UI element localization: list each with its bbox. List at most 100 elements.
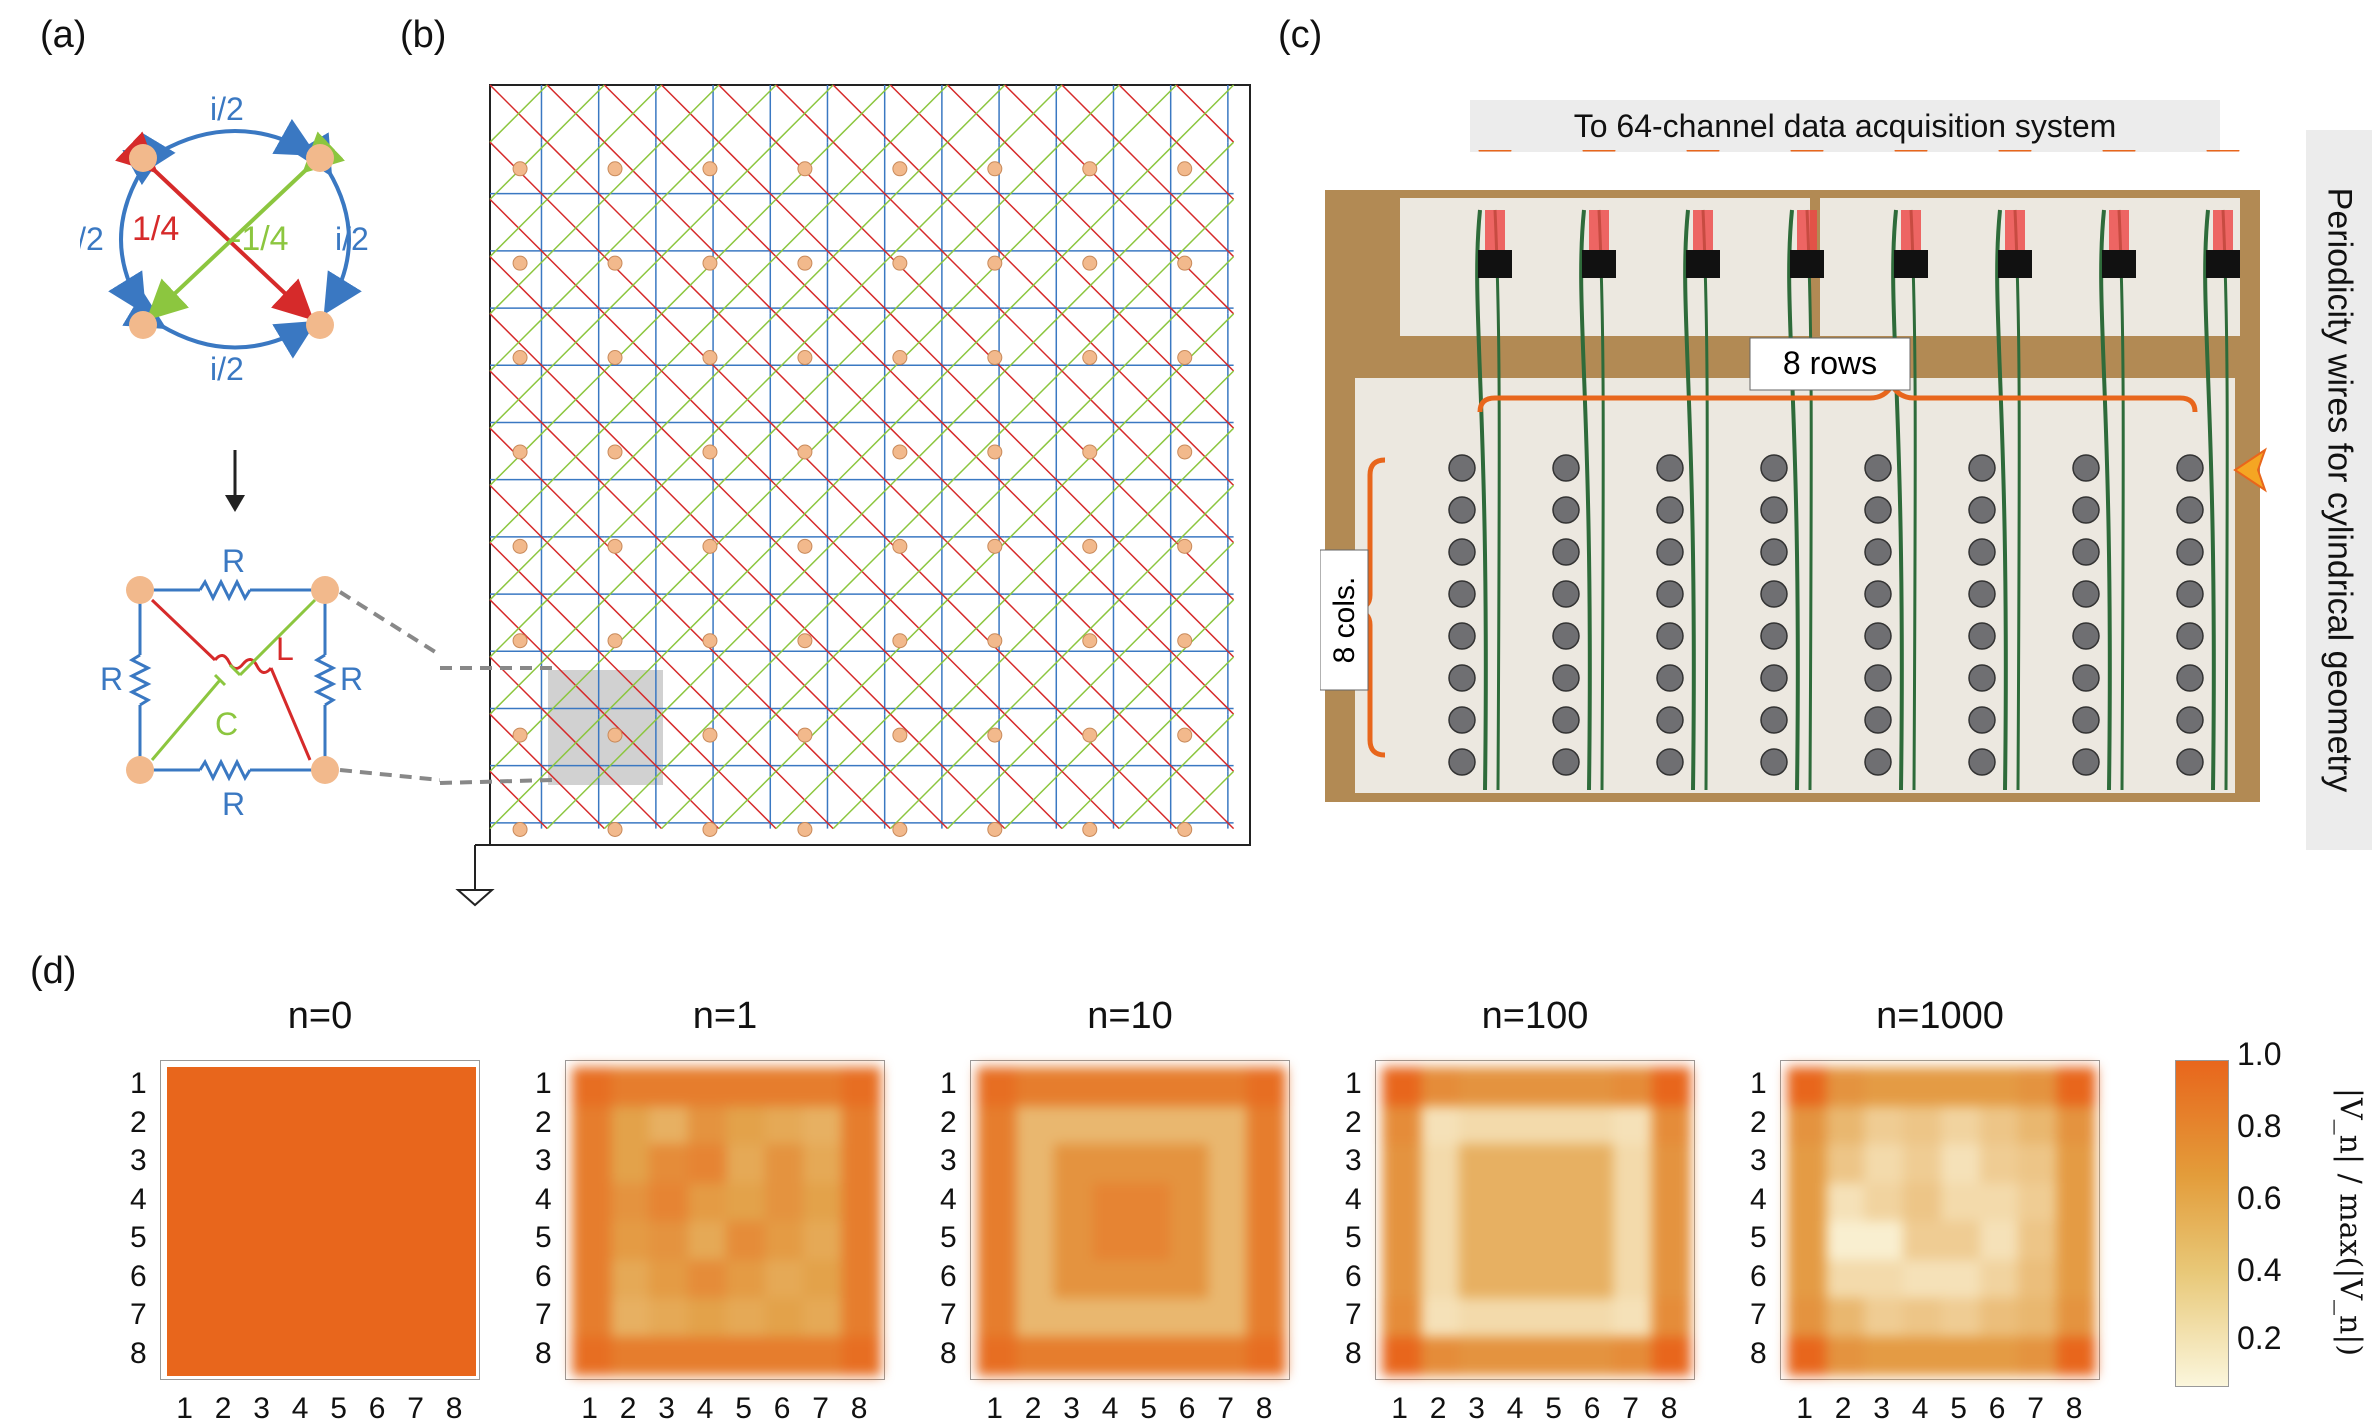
capacitor-component: [2176, 496, 2204, 524]
lattice-node: [1082, 161, 1098, 177]
capacitor-component: [1968, 748, 1996, 776]
heatmap-plot: [565, 1060, 885, 1380]
rows-label-box: [1749, 337, 1911, 391]
heatmap-cell: [1536, 1336, 1576, 1376]
lattice-node: [1177, 350, 1193, 366]
heatmap-cell: [726, 1298, 766, 1338]
colorbar-tick-2: 0.8: [2237, 1108, 2282, 1144]
heatmap-cell: [282, 1336, 322, 1376]
heatmap-cell: [321, 1336, 361, 1376]
heatmap-cell: [205, 1144, 245, 1184]
panel-b-lattice: [455, 84, 1251, 907]
heatmap-cell: [1864, 1221, 1904, 1261]
heatmap-cell: [1941, 1259, 1981, 1299]
heatmap-cell: [1536, 1105, 1576, 1145]
heatmap-cell: [1613, 1221, 1653, 1261]
heatmap-cell: [1131, 1221, 1171, 1261]
heatmap-cell: [977, 1067, 1017, 1107]
heatmap-cell: [1825, 1067, 1865, 1107]
heatmap-cell: [764, 1105, 804, 1145]
heatmap-cell: [1382, 1067, 1422, 1107]
heatmap-cell: [436, 1221, 476, 1261]
heatmap-cell: [282, 1144, 322, 1184]
heatmap-cell: [1613, 1105, 1653, 1145]
heatmap-cell: [398, 1336, 438, 1376]
y-tick-label: 4: [535, 1182, 552, 1216]
heatmap-cell: [1787, 1298, 1827, 1338]
lattice-node: [797, 821, 813, 837]
heatmap-cell: [687, 1298, 727, 1338]
lattice-node: [987, 350, 1003, 366]
x-tick-label: 8: [445, 1392, 463, 1425]
heatmap-cell: [2056, 1105, 2096, 1145]
y-tick-label: 4: [1345, 1182, 1362, 1216]
heatmap-cell: [1574, 1298, 1614, 1338]
capacitor-component: [1968, 496, 1996, 524]
heatmap-cell: [1787, 1105, 1827, 1145]
x-tick-label: 6: [1988, 1392, 2006, 1425]
colorbar-tick-1: 1.0: [2237, 1036, 2282, 1072]
capacitor-component: [1656, 706, 1684, 734]
heatmap-cell: [764, 1221, 804, 1261]
lattice-node: [1177, 821, 1193, 837]
capacitor-component: [1656, 748, 1684, 776]
heatmap-cell: [649, 1221, 689, 1261]
heatmap-cell: [1092, 1144, 1132, 1184]
heatmap-cell: [1787, 1182, 1827, 1222]
heatmap-cell: [2056, 1259, 2096, 1299]
heatmap-cell: [1902, 1105, 1942, 1145]
heatmap-cell: [1092, 1336, 1132, 1376]
heatmap-cell: [1246, 1221, 1286, 1261]
y-tick-label: 3: [940, 1144, 957, 1178]
heatmap-cell: [244, 1221, 284, 1261]
y-tick-label: 3: [535, 1144, 552, 1178]
heatmap-cell: [1459, 1336, 1499, 1376]
x-tick-label: 7: [1217, 1392, 1234, 1425]
x-tick-label: 8: [2065, 1392, 2083, 1425]
heatmap-cell: [1651, 1221, 1691, 1261]
heatmap-cell: [1613, 1336, 1653, 1376]
y-tick-label: 5: [535, 1221, 552, 1255]
heatmap-cell: [1941, 1144, 1981, 1184]
x-tick-label: 5: [735, 1392, 752, 1425]
heatmap-cell: [572, 1182, 612, 1222]
lattice-node: [607, 255, 623, 271]
y-tick-label: 8: [1345, 1336, 1362, 1370]
heatmap-cell: [1536, 1298, 1576, 1338]
colorbar-tick-5: 0.2: [2237, 1320, 2282, 1356]
heatmap-cell: [1497, 1298, 1537, 1338]
lattice-node: [702, 161, 718, 177]
lattice-node: [607, 161, 623, 177]
lattice-node: [512, 538, 528, 554]
heatmap-cell: [1536, 1067, 1576, 1107]
heatmap-cell: [803, 1336, 843, 1376]
y-tick-label: 3: [130, 1144, 147, 1178]
capacitor-component: [2176, 538, 2204, 566]
heatmap-cell: [1015, 1336, 1055, 1376]
heatmap-cell: [1574, 1144, 1614, 1184]
daq-banner: To 64-channel data acquisition system: [1470, 100, 2220, 152]
lattice-node: [607, 821, 623, 837]
lattice-node: [512, 255, 528, 271]
x-tick-label: 5: [1140, 1392, 1157, 1425]
capacitor-component: [2072, 622, 2100, 650]
capacitor-component: [1968, 622, 1996, 650]
heatmap-cell: [803, 1144, 843, 1184]
heatmap-cell: [1169, 1182, 1209, 1222]
heatmap-cell: [687, 1144, 727, 1184]
heatmap-cell: [359, 1105, 399, 1145]
heatmap-cell: [726, 1182, 766, 1222]
heatmap-cell: [1208, 1182, 1248, 1222]
heatmap-cell: [1054, 1259, 1094, 1299]
label-capacitor: C: [215, 706, 238, 742]
heatmap-cell: [726, 1336, 766, 1376]
unit-cell-circuit: R R R R L C: [100, 543, 363, 820]
heatmap-cell: [610, 1067, 650, 1107]
heatmap-cell: [1613, 1182, 1653, 1222]
heatmap-cell: [1979, 1182, 2019, 1222]
heatmap-cell: [321, 1221, 361, 1261]
heatmap-cell: [1613, 1298, 1653, 1338]
colorbar-tick-4: 0.4: [2237, 1252, 2282, 1288]
heatmap-cell: [726, 1105, 766, 1145]
capacitor-component: [1760, 454, 1788, 482]
